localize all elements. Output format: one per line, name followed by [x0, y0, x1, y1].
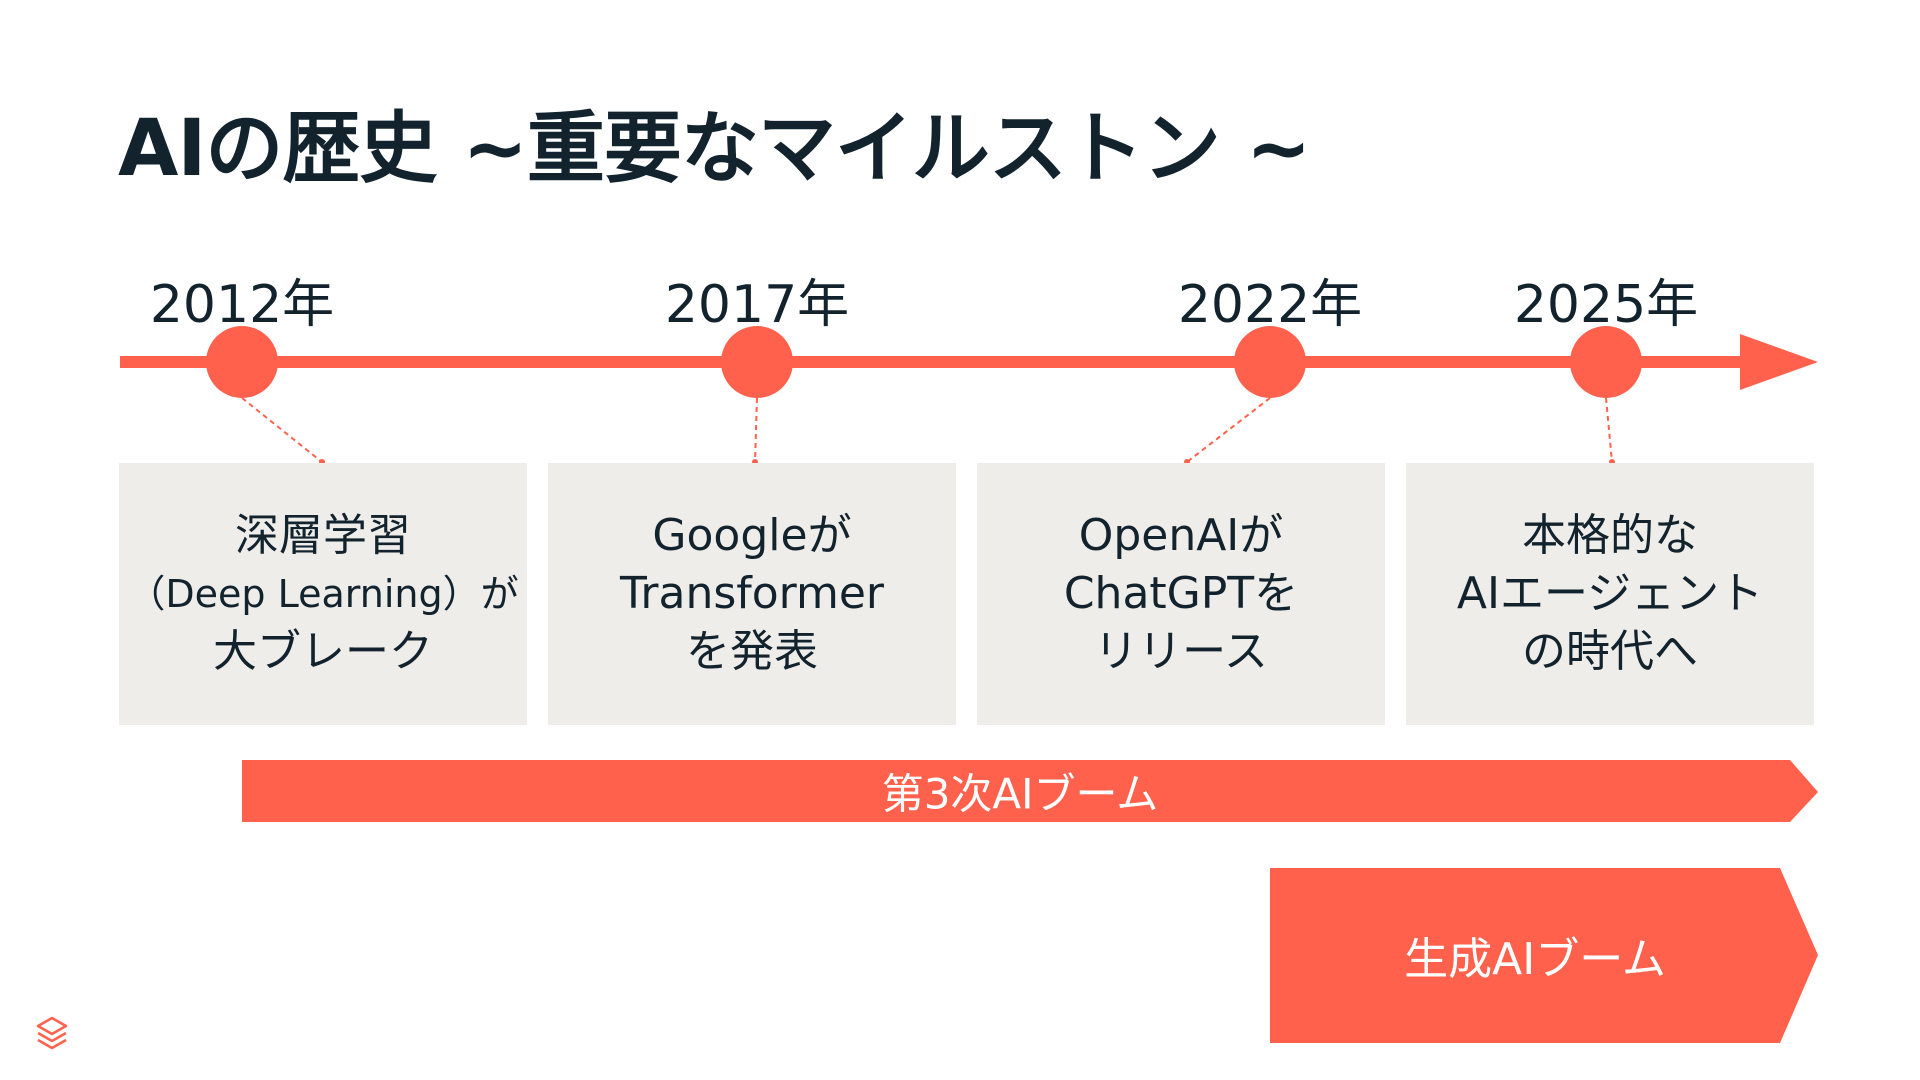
milestone-card-2017: Googleが Transformer を発表: [548, 463, 956, 725]
card-line: 本格的な: [1522, 510, 1698, 561]
card-line: の時代へ: [1522, 626, 1698, 677]
card-line: （Deep Learning）が: [127, 572, 519, 616]
milestone-connector-2022: [1186, 397, 1271, 463]
slide-title: AIの歴史 ~重要なマイルストン ~: [118, 104, 1311, 194]
milestone-connector-2012: [241, 397, 323, 463]
year-label-2017: 2017年: [664, 275, 850, 335]
milestone-connector-2025: [1605, 397, 1613, 463]
timeline-arrowhead: [1740, 334, 1818, 390]
card-line: リリース: [1094, 626, 1268, 677]
card-line: ChatGPTを: [1063, 568, 1299, 619]
generative-ai-boom-band: [1270, 868, 1818, 1043]
year-label-2025: 2025年: [1513, 275, 1699, 335]
stacked-layers-icon: [32, 1014, 72, 1058]
card-line: Transformer: [619, 568, 885, 619]
card-line: 深層学習: [235, 510, 411, 561]
milestone-dot-2017: [721, 326, 793, 398]
third-ai-boom-band: [242, 760, 1818, 822]
milestone-card-2022: OpenAIが ChatGPTを リリース: [977, 463, 1385, 725]
milestone-card-2025: 本格的な AIエージェント の時代へ: [1406, 463, 1814, 725]
card-line: を発表: [686, 626, 818, 677]
card-line: Googleが: [652, 510, 852, 561]
card-line: OpenAIが: [1078, 510, 1284, 561]
milestone-connector-2017: [754, 397, 758, 463]
milestone-dot-2012: [206, 326, 278, 398]
milestone-dot-2025: [1570, 326, 1642, 398]
third-ai-boom-label: 第3次AIブーム: [881, 769, 1159, 819]
card-line: AIエージェント: [1456, 568, 1764, 619]
card-line: 大ブレーク: [213, 626, 433, 677]
milestone-card-2012: 深層学習 （Deep Learning）が 大ブレーク: [119, 463, 527, 725]
timeline-axis: [120, 356, 1750, 368]
generative-ai-boom-label: 生成AIブーム: [1404, 934, 1666, 985]
year-label-2012: 2012年: [149, 275, 335, 335]
milestone-dot-2022: [1234, 326, 1306, 398]
year-label-2022: 2022年: [1177, 275, 1363, 335]
